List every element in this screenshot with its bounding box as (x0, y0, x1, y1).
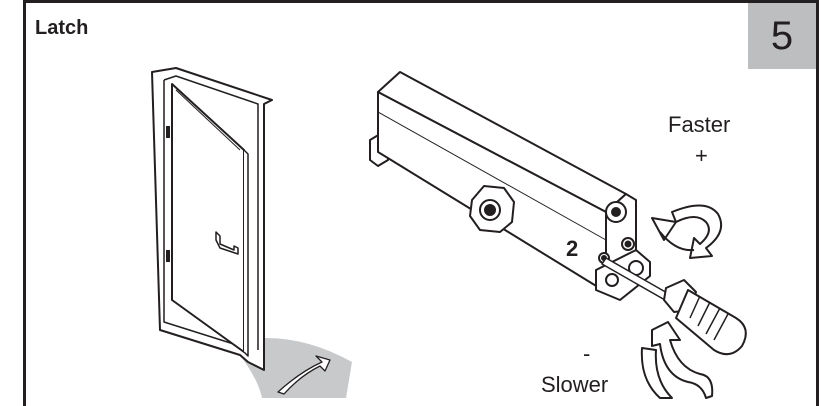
screwdriver-handle (675, 289, 747, 356)
door-hinge (166, 250, 170, 262)
rotation-arrow-counterclockwise-icon (640, 321, 714, 399)
slower-label: Slower (541, 372, 609, 397)
door-swing-arrow (277, 355, 331, 395)
page-title: Latch (35, 17, 89, 39)
door-illustration (151, 67, 352, 398)
door-handle (215, 231, 239, 255)
door-hinge (166, 126, 170, 138)
screw-number-label: 2 (566, 236, 579, 261)
screwdriver (601, 257, 747, 356)
faster-label: Faster (668, 112, 731, 137)
step-number-badge: 5 (748, 3, 816, 69)
minus-label: - (583, 341, 591, 366)
plus-label: + (695, 143, 708, 168)
rotation-arrow-clockwise-icon (651, 204, 722, 259)
step-number: 5 (770, 13, 794, 58)
